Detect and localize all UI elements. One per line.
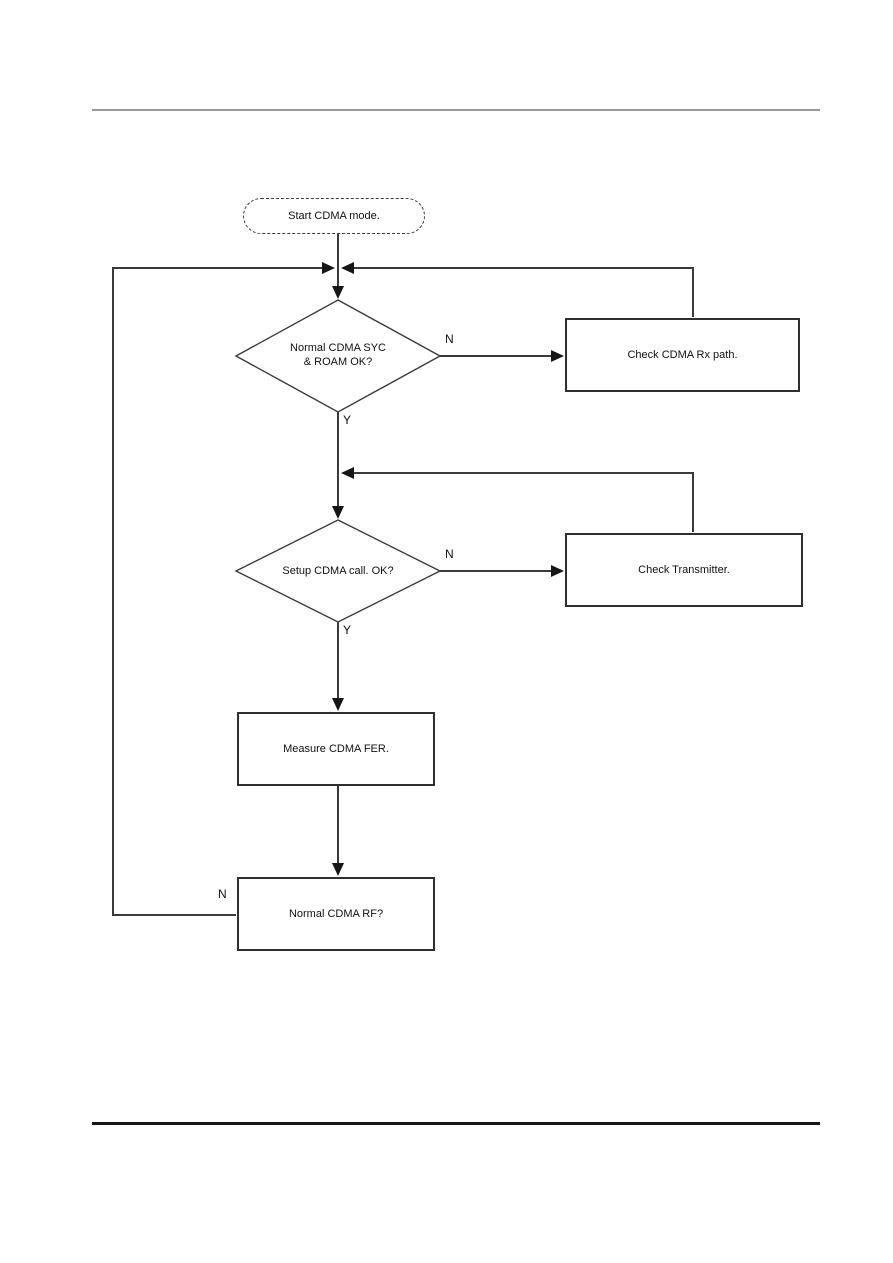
decision-call-no-label: N (445, 547, 454, 561)
decision-rf-node: Normal CDMA RF? (237, 877, 435, 951)
decision-call-node: Setup CDMA call. OK? (248, 564, 428, 578)
decision-rf-label: Normal CDMA RF? (288, 908, 384, 920)
decision-sync-label-line1: Normal CDMA SYC (290, 342, 386, 354)
connector-feedback-rx (344, 267, 694, 317)
arrowhead-into-measure (332, 698, 344, 711)
bottom-divider-rule (92, 1122, 820, 1125)
arrowhead-into-checkrx (551, 350, 564, 362)
arrowhead-junction1-right (322, 262, 335, 274)
decision-sync-node: Normal CDMA SYC & ROAM OK? (248, 341, 428, 369)
measure-fer-node: Measure CDMA FER. (237, 712, 435, 786)
top-divider-rule (92, 109, 820, 111)
arrowhead-into-checktx (551, 565, 564, 577)
connector-feedback-tx (344, 472, 694, 532)
check-rx-label: Check CDMA Rx path. (627, 349, 738, 361)
decision-rf-no-label: N (218, 887, 227, 901)
check-tx-label: Check Transmitter. (638, 564, 730, 576)
arrowhead-junction2-left (341, 467, 354, 479)
decision-call-yes-label: Y (343, 623, 352, 637)
decision-sync-label-line2: & ROAM OK? (303, 356, 373, 368)
connector-loopback-left (112, 267, 330, 916)
decision2-diamond-shape (234, 519, 442, 623)
arrowhead-into-decision2 (332, 506, 344, 519)
decision1-diamond-shape (234, 299, 442, 413)
arrowhead-into-decision1 (332, 286, 344, 299)
measure-fer-label: Measure CDMA FER. (283, 743, 389, 755)
decision-call-label: Setup CDMA call. OK? (282, 565, 394, 577)
decision-sync-yes-label: Y (343, 413, 352, 427)
arrowhead-into-rf (332, 863, 344, 876)
start-node-label: Start CDMA mode. (288, 210, 380, 222)
check-tx-node: Check Transmitter. (565, 533, 803, 607)
check-rx-node: Check CDMA Rx path. (565, 318, 800, 392)
start-node: Start CDMA mode. (243, 198, 425, 234)
arrowhead-junction1-left (341, 262, 354, 274)
decision-sync-no-label: N (445, 332, 454, 346)
